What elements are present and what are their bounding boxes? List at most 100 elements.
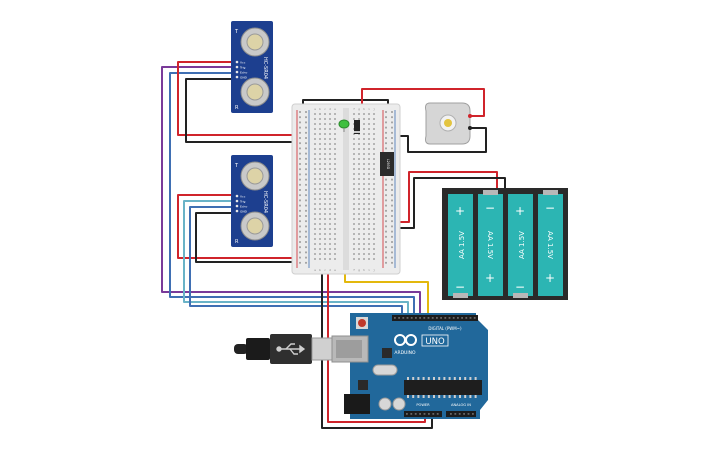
header-pin[interactable] bbox=[432, 413, 435, 415]
motor-terminal-negative[interactable] bbox=[468, 126, 472, 130]
hole bbox=[324, 158, 326, 160]
header-pin[interactable] bbox=[402, 317, 405, 319]
hole bbox=[329, 208, 331, 210]
header-pin[interactable] bbox=[398, 317, 400, 319]
header-pin[interactable] bbox=[461, 317, 463, 319]
header-pin[interactable] bbox=[414, 413, 417, 415]
header-pin[interactable] bbox=[452, 317, 455, 319]
hole bbox=[391, 194, 393, 197]
hole bbox=[319, 163, 321, 165]
hole bbox=[305, 116, 307, 119]
hole bbox=[373, 218, 375, 220]
hole bbox=[368, 188, 370, 190]
hole bbox=[334, 203, 336, 205]
hole bbox=[368, 193, 370, 195]
hole bbox=[305, 189, 307, 191]
hole bbox=[299, 163, 301, 165]
arduino-uno[interactable]: DIGITAL (PWM~) POWER ANALOG IN ARDUINO U… bbox=[331, 313, 488, 419]
column-letter: i bbox=[368, 268, 370, 272]
header-pin[interactable] bbox=[406, 317, 409, 319]
column-letter: j bbox=[373, 107, 375, 111]
hole bbox=[385, 230, 387, 233]
reset-button[interactable] bbox=[358, 319, 366, 327]
battery-pack[interactable]: + − AA 1.5V + − AA 1.5V + − AA 1.5V + − … bbox=[442, 188, 568, 300]
header-pin[interactable] bbox=[463, 413, 465, 415]
hole bbox=[314, 243, 316, 245]
hole bbox=[324, 148, 326, 150]
hole bbox=[373, 238, 375, 240]
diode[interactable] bbox=[354, 120, 360, 134]
hole bbox=[353, 188, 355, 190]
hole bbox=[305, 137, 307, 139]
hole bbox=[363, 238, 365, 240]
ultrasonic-sensor-bottom[interactable]: T R HC-SR04 Vcc Trig Echo GND bbox=[231, 155, 273, 247]
hole bbox=[353, 198, 355, 200]
header-pin[interactable] bbox=[472, 413, 474, 415]
led[interactable] bbox=[338, 119, 350, 132]
header-pin[interactable] bbox=[457, 317, 459, 319]
hole bbox=[324, 208, 326, 210]
header-pin[interactable] bbox=[448, 317, 451, 319]
header-pin[interactable] bbox=[428, 413, 430, 415]
header-pin[interactable] bbox=[436, 317, 438, 319]
wire-red-vcc-top bbox=[177, 61, 296, 136]
header-pin[interactable] bbox=[415, 317, 417, 319]
usb-cable[interactable] bbox=[234, 334, 333, 364]
header-pin[interactable] bbox=[469, 317, 472, 319]
chip-leg bbox=[443, 395, 446, 398]
wire-cyan-trig-bottom bbox=[183, 200, 409, 316]
hole bbox=[299, 189, 301, 191]
header-pin[interactable] bbox=[436, 413, 439, 415]
header-pin[interactable] bbox=[473, 317, 476, 319]
hole bbox=[373, 168, 375, 170]
power-jack[interactable] bbox=[344, 394, 370, 414]
hole bbox=[314, 153, 316, 155]
header-pin[interactable] bbox=[467, 413, 470, 415]
hole bbox=[373, 178, 375, 180]
header-pin[interactable] bbox=[454, 413, 457, 415]
hole bbox=[353, 223, 355, 225]
chip-leg bbox=[469, 377, 472, 380]
motor-driver-chip[interactable]: L293D bbox=[380, 152, 394, 176]
hole bbox=[363, 188, 365, 190]
header-pin[interactable] bbox=[419, 317, 421, 319]
header-pin[interactable] bbox=[410, 413, 413, 415]
hole bbox=[305, 199, 307, 202]
header-pin[interactable] bbox=[394, 317, 396, 319]
ultrasonic-sensor-top[interactable]: T R HC-SR04 Vcc Trig Echo GND bbox=[231, 21, 273, 113]
hole bbox=[299, 142, 301, 145]
hole bbox=[391, 256, 393, 259]
hole bbox=[353, 138, 355, 140]
cell-cap bbox=[453, 293, 468, 298]
header-pin[interactable] bbox=[450, 413, 452, 415]
dc-motor[interactable] bbox=[425, 102, 473, 145]
header-pin[interactable] bbox=[419, 413, 421, 415]
header-pin[interactable] bbox=[431, 317, 434, 319]
hole bbox=[373, 183, 375, 185]
column-letter: d bbox=[329, 268, 331, 272]
hole bbox=[391, 142, 393, 145]
hole bbox=[385, 256, 387, 259]
hole bbox=[319, 143, 321, 145]
hole bbox=[314, 203, 316, 205]
hole bbox=[305, 142, 307, 145]
header-pin[interactable] bbox=[406, 413, 408, 415]
hole bbox=[363, 198, 365, 200]
hole bbox=[363, 223, 365, 225]
hole bbox=[319, 233, 321, 235]
header-pin[interactable] bbox=[423, 413, 426, 415]
hole bbox=[319, 198, 321, 200]
header-pin[interactable] bbox=[444, 317, 447, 319]
hole bbox=[373, 153, 375, 155]
header-pin[interactable] bbox=[440, 317, 442, 319]
hole bbox=[324, 233, 326, 235]
header-pin[interactable] bbox=[423, 317, 426, 319]
hole bbox=[305, 204, 307, 207]
header-pin[interactable] bbox=[427, 317, 430, 319]
hole bbox=[391, 189, 393, 191]
hole bbox=[324, 203, 326, 205]
header-pin[interactable] bbox=[465, 317, 468, 319]
header-pin[interactable] bbox=[410, 317, 413, 319]
motor-terminal-positive[interactable] bbox=[468, 114, 472, 118]
header-pin[interactable] bbox=[458, 413, 461, 415]
